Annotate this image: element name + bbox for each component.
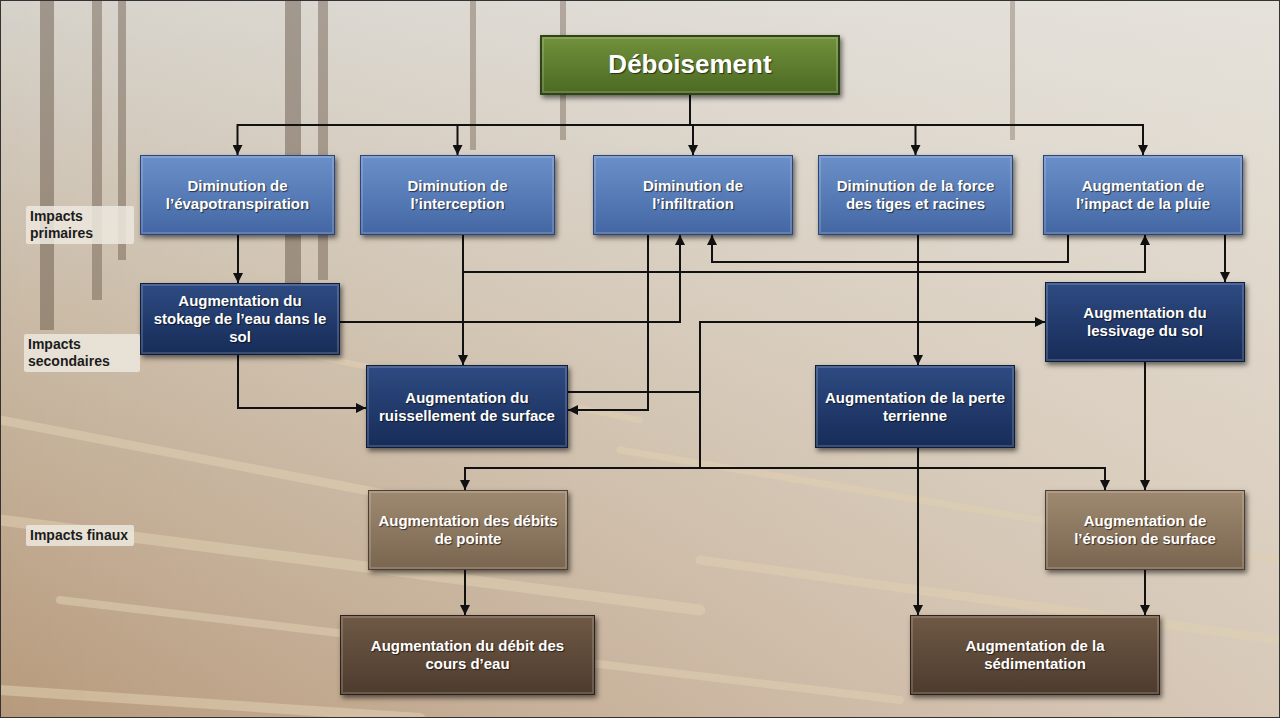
box-text: Augmentation de l’érosion de surface (1054, 512, 1236, 548)
box-text: Augmentation du ruissellement de surface (375, 389, 559, 425)
flow-arrow (340, 235, 680, 322)
box-text: Augmentation du lessivage du sol (1054, 304, 1236, 340)
tree-trunks (40, 0, 1015, 330)
tree-trunk (285, 0, 301, 300)
box-text: Augmentation de la perte terrienne (824, 389, 1006, 425)
box-text: Diminution de l’interception (369, 177, 546, 213)
box-text: Augmentation de l’impact de la pluie (1052, 177, 1234, 213)
root-cause-box: Déboisement (540, 35, 840, 95)
secondary-impact-box: Augmentation du lessivage du sol (1045, 282, 1245, 362)
flow-arrow (463, 235, 1145, 272)
box-text: Diminution de l’infiltration (602, 177, 784, 213)
box-text: Augmentation des débits de pointe (377, 512, 559, 548)
final-impact-box: Augmentation du débit des cours d’eau (340, 615, 595, 695)
secondary-impact-box: Augmentation de la perte terrienne (815, 365, 1015, 448)
flow-arrow (712, 235, 1068, 262)
tree-trunk (92, 0, 102, 300)
box-text: Augmentation du débit des cours d’eau (349, 637, 586, 673)
box-text: Diminution de la force des tiges et raci… (827, 177, 1004, 213)
primary-impact-box: Diminution de l’interception (360, 155, 555, 235)
flow-arrow (1144, 362, 1146, 490)
final-impact-box: Augmentation des débits de pointe (368, 490, 568, 570)
primary-impact-box: Diminution de l’infiltration (593, 155, 793, 235)
box-text: Augmentation de la sédimentation (919, 637, 1151, 673)
box-text: Diminution de l’évapotranspiration (149, 177, 326, 213)
primary-impact-box: Diminution de l’évapotranspiration (140, 155, 335, 235)
flow-arrow (917, 235, 919, 365)
flow-arrow (917, 448, 919, 615)
flow-arrow (464, 570, 466, 615)
log (60, 600, 900, 700)
flow-arrow (238, 95, 691, 155)
flow-arrow (458, 95, 691, 155)
flow-arrow (1224, 235, 1226, 282)
level-label: Impacts finaux (26, 525, 134, 546)
log (0, 520, 700, 610)
tree-trunk (40, 0, 54, 330)
tree-trunk (318, 0, 328, 280)
box-text: Augmentation du stokage de l’eau dans le… (149, 292, 331, 346)
final-impact-box: Augmentation de la sédimentation (910, 615, 1160, 695)
final-impact-box: Augmentation de l’érosion de surface (1045, 490, 1245, 570)
secondary-impact-box: Augmentation du ruissellement de surface (366, 365, 568, 448)
level-label: Impacts primaires (26, 206, 134, 244)
tree-trunk (1010, 0, 1015, 140)
box-text: Déboisement (608, 49, 771, 80)
flow-arrow (1144, 570, 1146, 615)
felled-logs (0, 330, 1280, 718)
primary-impact-box: Diminution de la force des tiges et raci… (818, 155, 1013, 235)
flow-arrow (238, 355, 366, 408)
secondary-impact-box: Augmentation du stokage de l’eau dans le… (140, 283, 340, 355)
flow-arrow (237, 235, 239, 283)
primary-impact-box: Augmentation de l’impact de la pluie (1043, 155, 1243, 235)
tree-trunk (470, 0, 476, 150)
level-label: Impacts secondaires (24, 334, 140, 372)
flow-arrow (690, 95, 1143, 155)
